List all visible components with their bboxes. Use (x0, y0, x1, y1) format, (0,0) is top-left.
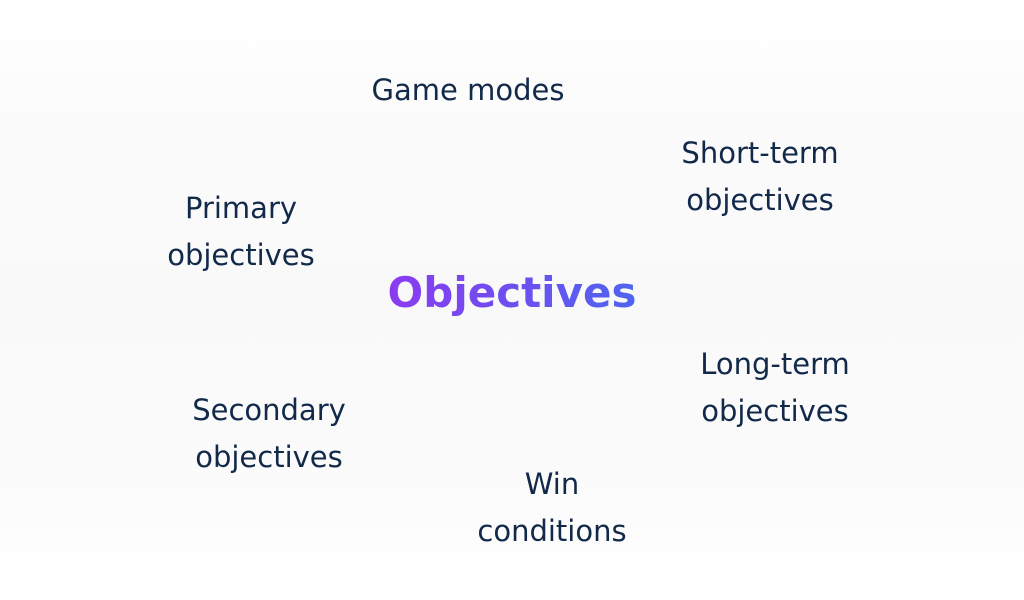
node-win-line-2: conditions (477, 514, 627, 548)
node-long-term-line-2: objectives (701, 394, 849, 428)
node-primary-line-2: objectives (167, 238, 315, 272)
node-game-modes-line-1: Game modes (371, 73, 565, 107)
center-topic-objectives: Objectives (388, 263, 637, 323)
node-primary-line-1: Primary (184, 191, 298, 225)
node-long-term-objectives: Long-term objectives (700, 341, 850, 435)
node-long-term-line-1: Long-term (700, 347, 850, 381)
node-primary-objectives: Primary objectives (167, 185, 315, 279)
node-short-term-objectives: Short-term objectives (681, 130, 838, 224)
node-secondary-line-2: objectives (195, 440, 343, 474)
node-short-term-line-2: objectives (686, 183, 834, 217)
node-game-modes: Game modes (372, 67, 565, 114)
node-win-line-1: Win (524, 467, 580, 501)
node-short-term-line-1: Short-term (681, 136, 839, 170)
node-secondary-line-1: Secondary (192, 393, 346, 427)
node-secondary-objectives: Secondary objectives (192, 387, 346, 481)
node-win-conditions: Win conditions (477, 461, 626, 555)
